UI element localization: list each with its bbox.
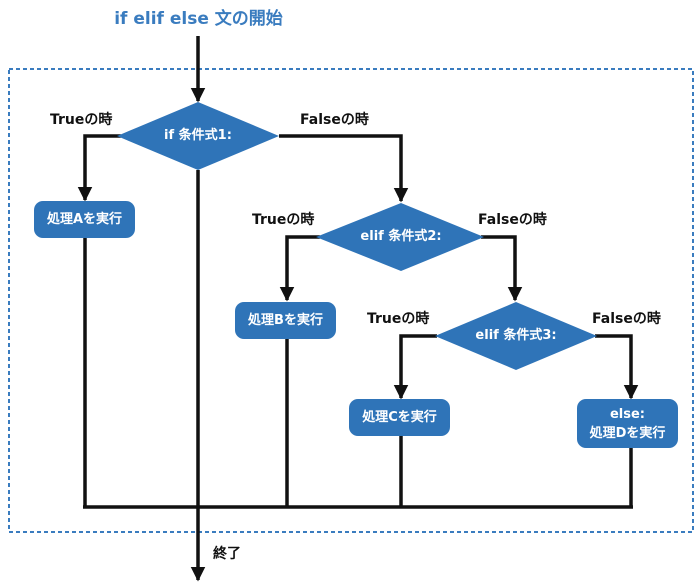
elif1-false-arrow <box>481 235 523 302</box>
if-false-arrow <box>279 134 409 203</box>
diagram-title: if elif else 文の開始 <box>114 9 283 29</box>
elif1-false-label: Falseの時 <box>478 212 547 228</box>
process-a-label: 処理Aを実行 <box>46 212 123 227</box>
process-d-box: else: 処理Dを実行 <box>577 399 678 448</box>
elif1-true-arrow <box>279 235 320 302</box>
process-b-box: 処理Bを実行 <box>235 302 336 339</box>
elif1-condition-label: elif 条件式2: <box>360 229 442 244</box>
elif2-true-label: Trueの時 <box>367 311 430 327</box>
elif2-false-label: Falseの時 <box>592 311 661 327</box>
elif1-true-label: Trueの時 <box>252 212 315 228</box>
elif2-true-arrow <box>393 334 437 400</box>
if-condition-diamond <box>117 102 279 170</box>
elif2-false-arrow <box>595 334 639 400</box>
process-a-box: 処理Aを実行 <box>34 201 135 238</box>
if-condition-label: if 条件式1: <box>164 128 232 143</box>
if-true-label: Trueの時 <box>50 112 113 128</box>
process-b-label: 処理Bを実行 <box>248 313 323 328</box>
if-false-label: Falseの時 <box>300 112 369 128</box>
if-true-arrow <box>77 134 121 202</box>
connectors <box>77 36 639 582</box>
elif1-condition-diamond <box>316 203 484 271</box>
elif2-condition-label: elif 条件式3: <box>475 328 557 343</box>
process-c-box: 処理Cを実行 <box>349 399 450 436</box>
dashed-scope-frame <box>8 68 694 533</box>
process-d-label: 処理Dを実行 <box>589 425 666 441</box>
process-c-label: 処理Cを実行 <box>362 410 437 425</box>
end-label: 終了 <box>213 546 241 562</box>
process-d-else-label: else: <box>609 406 646 422</box>
elif2-condition-diamond <box>435 302 597 370</box>
